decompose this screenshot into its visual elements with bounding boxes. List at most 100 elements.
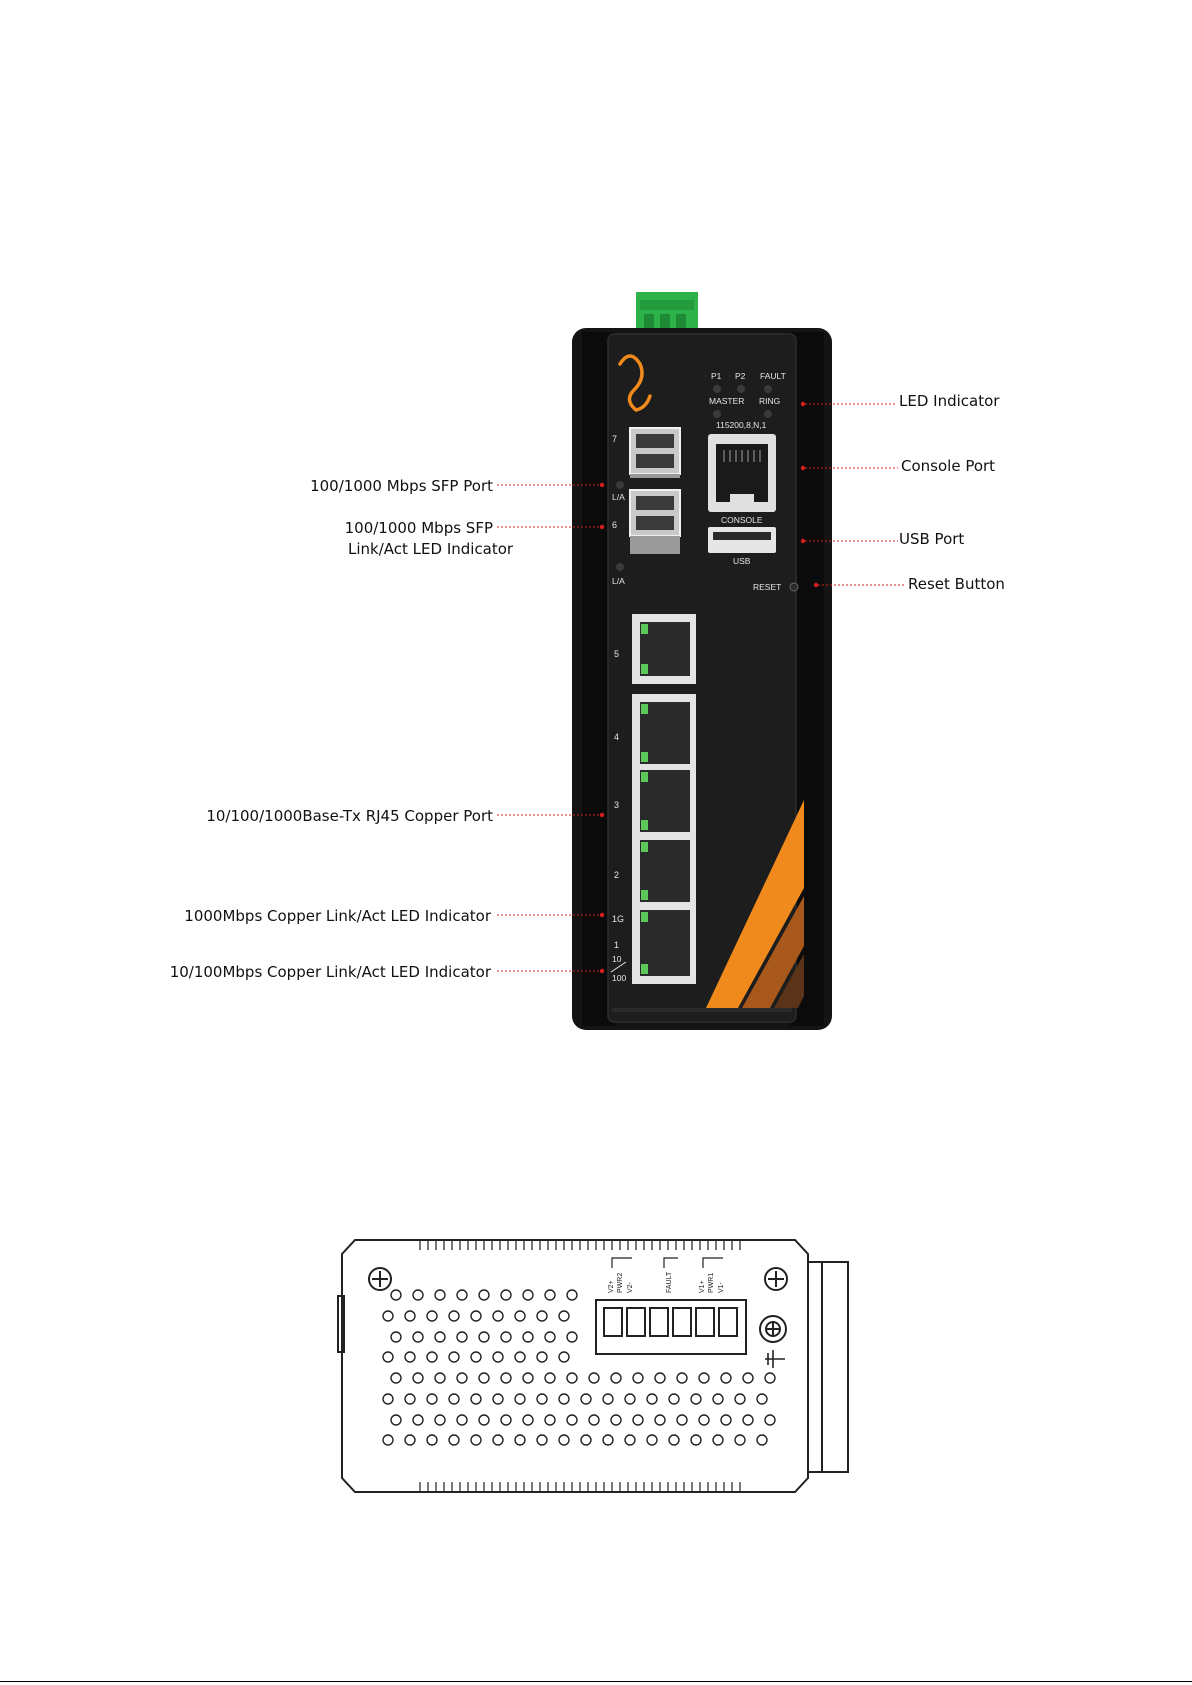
vent-hole [500,1289,512,1301]
callout-sfp-port: 100/1000 Mbps SFP Port [310,477,493,495]
led-master-icon [713,410,721,418]
sfp-port-6[interactable] [629,489,681,554]
vent-hole [742,1414,754,1426]
vent-hole [646,1393,658,1405]
power-terminal-connector [636,292,698,332]
vent-hole [764,1372,776,1384]
vent-hole [654,1414,666,1426]
vent-hole [536,1310,548,1322]
vent-hole [602,1393,614,1405]
vent-hole [712,1393,724,1405]
vent-hole [720,1372,732,1384]
vent-hole [536,1351,548,1363]
vent-hole [698,1372,710,1384]
led-label-p1: P1 [711,371,722,381]
vent-hole [690,1393,702,1405]
callout-fe-led: 10/100Mbps Copper Link/Act LED Indicator [170,963,492,981]
vent-hole [756,1434,768,1446]
callout-led-indicator: LED Indicator [899,392,1000,410]
vent-hole [544,1331,556,1343]
port-4-number: 4 [614,732,619,742]
led-indicator-block: P1 P2 FAULT MASTER RING [709,371,786,418]
vent-hole [558,1393,570,1405]
vent-hole [456,1372,468,1384]
sfp-port-7[interactable] [629,427,681,478]
vent-hole [412,1414,424,1426]
vent-hole [646,1434,658,1446]
vent-hole [500,1414,512,1426]
terminal-label-v1minus: V1- [718,1281,725,1293]
led-ring-icon [764,410,772,418]
callout-sfp-led-line1: 100/1000 Mbps SFP [345,519,493,537]
port-5-number: 5 [614,649,619,659]
vent-hole [522,1414,534,1426]
rj45-port-1[interactable] [640,910,690,976]
terminal-label-v2plus: V2+ [608,1280,615,1293]
vent-hole [624,1434,636,1446]
terminal-label-fault: FAULT [666,1271,673,1293]
vent-holes [382,1289,776,1446]
left-edge-tab [337,1295,345,1353]
vent-hole [734,1393,746,1405]
rj45-port-3[interactable] [640,770,690,832]
fe-marker-bottom: 100 [612,973,626,983]
vent-hole [404,1310,416,1322]
rj45-port-4[interactable] [640,702,690,764]
vent-hole [756,1393,768,1405]
vent-hole [412,1289,424,1301]
rj45-port-5[interactable] [632,614,696,684]
console-port[interactable]: 115200,8,N,1 CONSOLE [708,420,776,525]
usb-port[interactable]: USB [708,527,776,566]
rj45-port-2[interactable] [640,840,690,902]
vent-hole [588,1414,600,1426]
vent-hole [478,1414,490,1426]
decorative-stripes [706,800,804,1008]
vent-hole [456,1331,468,1343]
front-panel-figure: P1 P2 FAULT MASTER RING 115200,8,N,1 CON… [170,292,1005,1030]
vent-hole [382,1393,394,1405]
vent-hole [426,1310,438,1322]
vent-hole [668,1393,680,1405]
earth-ground-icon [765,1350,785,1368]
vent-hole [390,1372,402,1384]
vent-hole [522,1372,534,1384]
vent-hole [470,1393,482,1405]
vent-hole [478,1372,490,1384]
vent-hole [602,1434,614,1446]
vent-hole [514,1434,526,1446]
fe-marker-top: 10 [612,954,622,964]
vent-hole [390,1331,402,1343]
sfp-port-7-number: 7 [612,434,617,444]
led-label-p2: P2 [735,371,746,381]
vent-hole [698,1414,710,1426]
vent-hole [470,1351,482,1363]
vent-hole [558,1310,570,1322]
vent-hole [580,1434,592,1446]
vent-hole [456,1289,468,1301]
vent-hole [478,1289,490,1301]
callout-console-port: Console Port [901,457,995,475]
terminal-label-pwr2: PWR2 [617,1273,624,1293]
port-2-number: 2 [614,870,619,880]
vent-hole [544,1289,556,1301]
reset-button[interactable]: RESET [753,582,799,592]
vent-hole [544,1372,556,1384]
callout-sfp-led-line2: Link/Act LED Indicator [348,540,514,558]
vent-hole [426,1351,438,1363]
vent-hole [536,1434,548,1446]
vent-hole [426,1393,438,1405]
callout-rj45-port: 10/100/1000Base-Tx RJ45 Copper Port [206,807,493,825]
vent-hole [580,1393,592,1405]
led-label-fault: FAULT [760,371,786,381]
callout-reset-button: Reset Button [908,575,1005,593]
vent-hole [632,1414,644,1426]
vent-hole [492,1310,504,1322]
terminal-labels: V2+ PWR2 V2- FAULT V1+ PWR1 V1- [608,1271,725,1293]
vent-hole [448,1351,460,1363]
fe-marker-slash [610,961,627,973]
vent-hole [434,1414,446,1426]
vent-hole [434,1372,446,1384]
vent-hole [448,1393,460,1405]
vent-hole [426,1434,438,1446]
sfp-7-la-label: L/A [612,492,625,502]
